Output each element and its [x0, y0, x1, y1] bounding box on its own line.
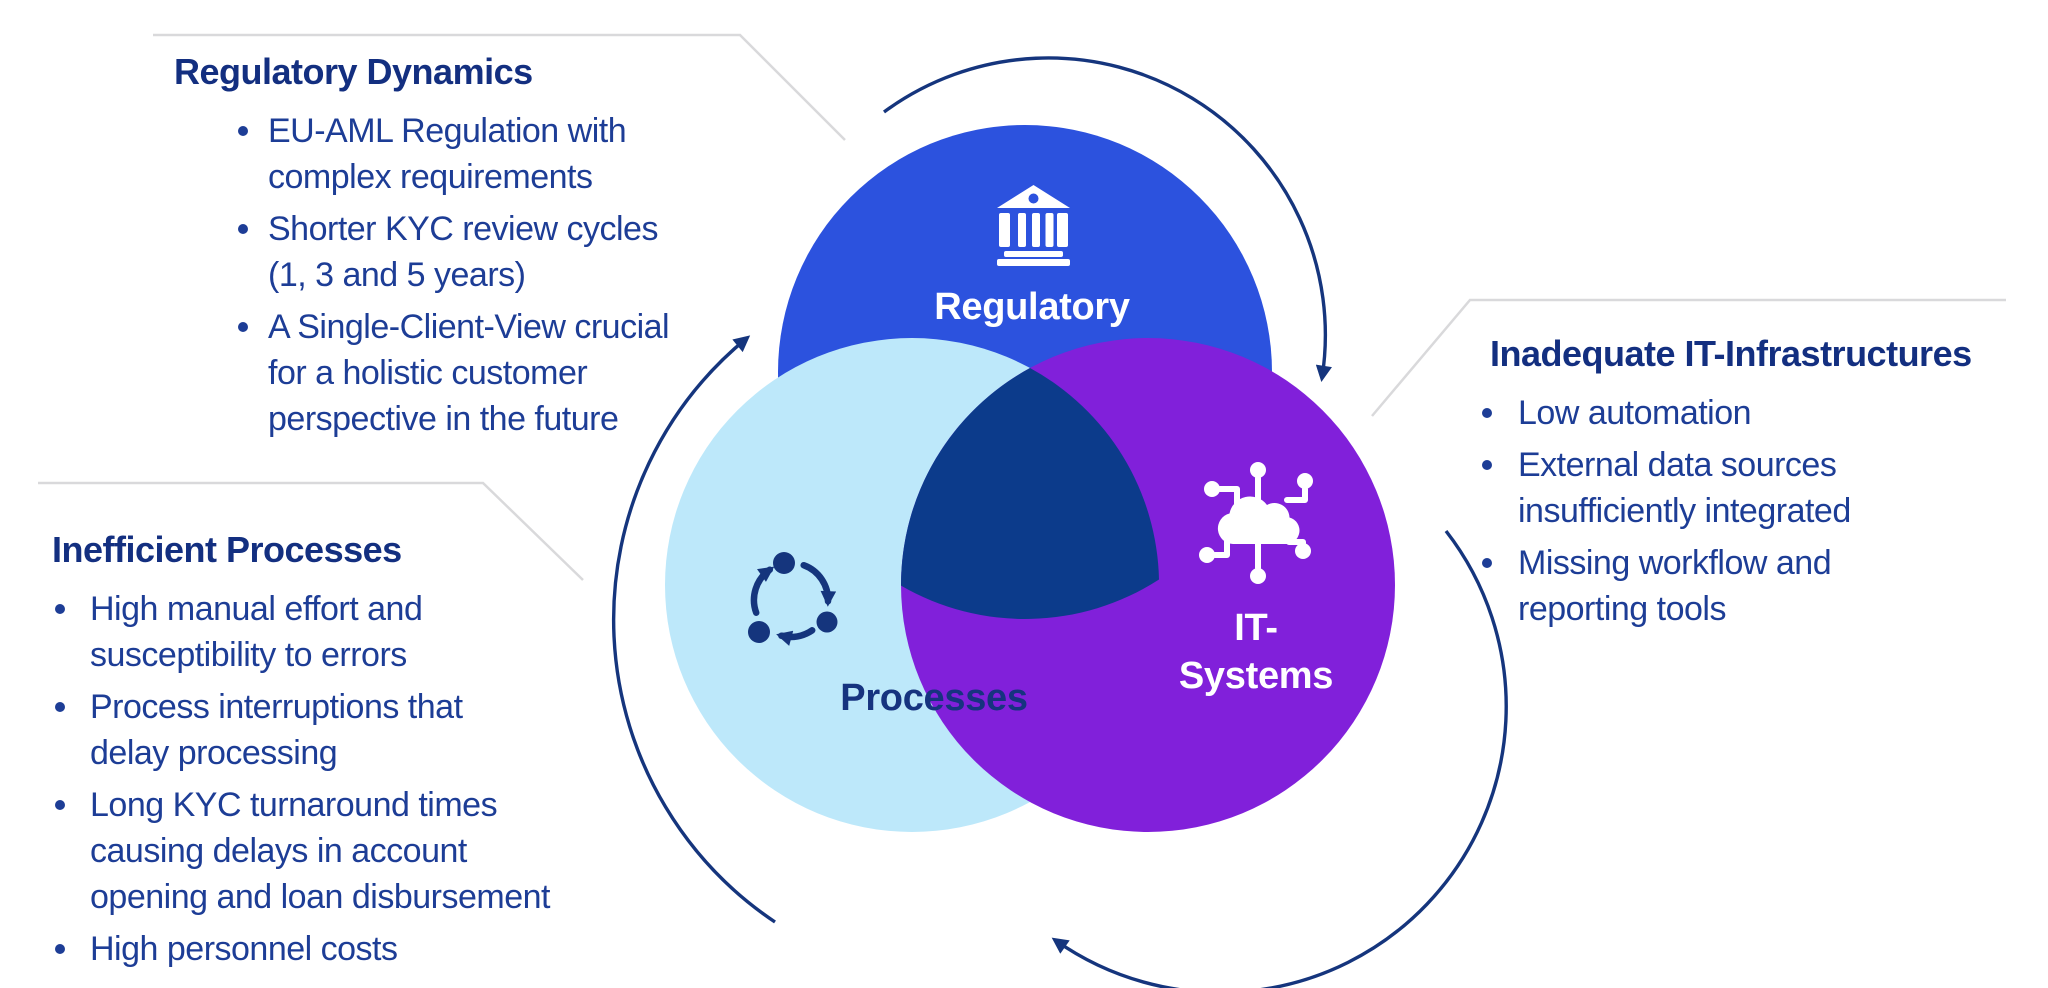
bullet-list: EU-AML Regulation with complex requireme…: [174, 108, 794, 442]
callout-title: Inadequate IT-Infrastructures: [1490, 333, 1972, 374]
venn-center-intersection: [900, 368, 1159, 619]
callout-title: Inefficient Processes: [52, 529, 402, 570]
bullet-item: EU-AML Regulation with complex requireme…: [174, 108, 794, 200]
bullet-item: Shorter KYC review cycles (1, 3 and 5 ye…: [174, 206, 794, 298]
bank-icon: [997, 185, 1070, 266]
callout-inefficient-processes: Inefficient Processes High manual effort…: [52, 526, 712, 978]
processes-circle-label: Processes: [840, 677, 1028, 719]
bullet-item: A Single-Client-View crucial for a holis…: [174, 304, 794, 442]
callout-line-inefficient-processes: [38, 481, 584, 581]
cycle-arrow-top-icon: [882, 56, 1332, 383]
cloud-network-icon: [1199, 462, 1313, 584]
bullet-item: Process interruptions that delay process…: [52, 684, 712, 776]
callout-title: Regulatory Dynamics: [174, 51, 533, 92]
callout-inadequate-it-infrastructures: Inadequate IT-Infrastructures Low automa…: [1482, 330, 2048, 638]
cycle-arrow-right-icon: [1051, 529, 1508, 988]
it-systems-circle-label: IT- Systems: [1178, 607, 1334, 697]
bullet-list: High manual effort and susceptibility to…: [52, 586, 712, 972]
bullet-item: High manual effort and susceptibility to…: [52, 586, 712, 678]
bullet-item: Long KYC turnaround times causing delays…: [52, 782, 712, 920]
callout-line-inadequate-it: [1371, 298, 2006, 417]
cycle-arrows-icon: [748, 552, 838, 646]
bullet-item: Low automation: [1482, 390, 2048, 436]
bullet-item: External data sources insufficiently int…: [1482, 442, 2048, 534]
cycle-arrow-left-icon: [611, 335, 776, 924]
bullet-item: Missing workflow and reporting tools: [1482, 540, 2048, 632]
regulatory-circle-label: Regulatory: [934, 286, 1130, 328]
bullet-item: High personnel costs: [52, 926, 712, 972]
callout-regulatory-dynamics: Regulatory Dynamics EU-AML Regulation wi…: [174, 48, 794, 448]
bullet-list: Low automation External data sources ins…: [1482, 390, 2048, 632]
callout-line-regulatory-dynamics: [153, 33, 846, 141]
